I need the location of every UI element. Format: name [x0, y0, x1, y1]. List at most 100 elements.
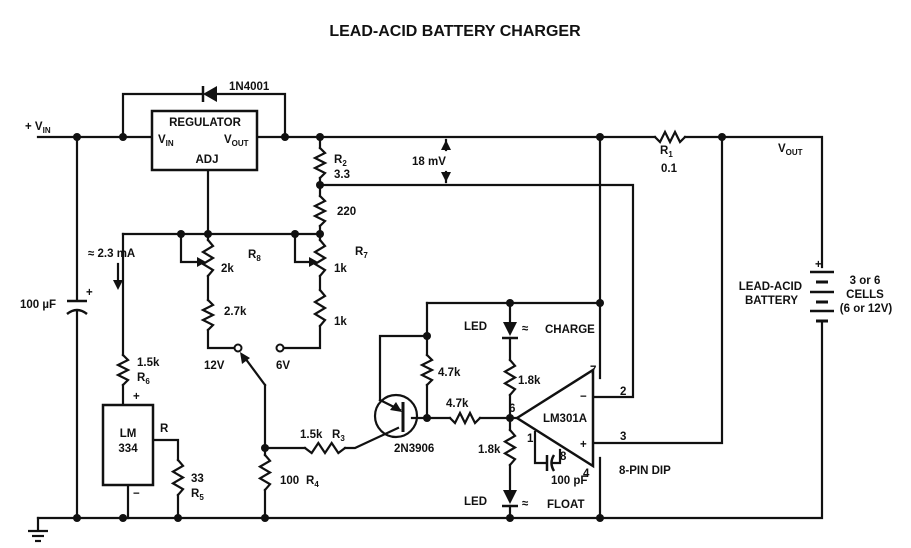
voltage-drop-label: 18 mV [412, 156, 446, 168]
r8-wiper-arrow-icon [197, 257, 206, 267]
svg-text:LEAD-ACID: LEAD-ACID [739, 281, 802, 293]
svg-text:7: 7 [590, 365, 596, 377]
led-charge: LED ≈ CHARGE [464, 321, 595, 340]
resistor-r6 [115, 353, 131, 387]
svg-text:+: + [133, 391, 140, 403]
junction-dot [506, 514, 514, 522]
svg-text:2k: 2k [221, 263, 234, 275]
svg-text:1: 1 [527, 433, 534, 445]
junction-dot [261, 444, 269, 452]
diode-label: 1N4001 [229, 81, 270, 93]
svg-text:CELLS: CELLS [846, 289, 884, 301]
svg-text:100 µF: 100 µF [20, 299, 56, 311]
svg-text:CHARGE: CHARGE [545, 324, 595, 336]
lm334-current-source: LM 334 + − [101, 391, 155, 500]
resistor-led-top-1-8k [502, 358, 518, 397]
junction-dot [316, 181, 324, 189]
regulator-label: REGULATOR [169, 117, 241, 129]
svg-text:100: 100 [280, 475, 299, 487]
svg-text:8: 8 [560, 451, 567, 463]
resistor-led-bottom-1-8k [502, 428, 518, 467]
junction-dot [119, 514, 127, 522]
switch-label-12v: 12V [204, 360, 225, 372]
junction-dot [204, 230, 212, 238]
svg-text:33: 33 [191, 473, 204, 485]
svg-text:−: − [580, 391, 587, 403]
svg-text:1k: 1k [334, 316, 347, 328]
junction-dot [73, 514, 81, 522]
junction-dot [177, 230, 185, 238]
svg-text:FLOAT: FLOAT [547, 499, 584, 511]
svg-text:−: − [133, 488, 140, 500]
switch-label-6v: 6V [276, 360, 290, 372]
junction-dot [73, 133, 81, 141]
vout-label: VOUT [778, 143, 803, 157]
lead-acid-battery: + LEAD-ACID BATTERY 3 or 6 CELLS (6 or 1… [739, 259, 892, 323]
svg-text:+: + [86, 287, 93, 299]
svg-text:1.5k: 1.5k [300, 429, 323, 441]
junction-dots [73, 133, 726, 522]
svg-text:3.3: 3.3 [334, 169, 350, 181]
resistor-2-7k [200, 298, 216, 332]
vin-label: + VIN [25, 121, 51, 135]
svg-text:LED: LED [464, 321, 487, 333]
resistor-r1 [653, 129, 687, 145]
svg-text:R1: R1 [660, 145, 673, 159]
resistor-r2 [312, 146, 328, 180]
svg-text:BATTERY: BATTERY [745, 295, 798, 307]
svg-text:R5: R5 [191, 488, 204, 502]
svg-text:LM: LM [120, 428, 137, 440]
svg-text:+: + [580, 439, 587, 451]
component-labels: R2 3.3 220 2k R8 1k R7 2.7k 1k R1 0.1 1.… [137, 145, 678, 502]
svg-text:R2: R2 [334, 154, 347, 168]
ground-icon [28, 529, 48, 543]
svg-text:R7: R7 [355, 246, 368, 260]
junction-dot [291, 230, 299, 238]
capacitor-100pf: 100 pF [545, 454, 587, 487]
svg-text:R3: R3 [332, 429, 345, 443]
switch-terminal-12v [233, 343, 243, 353]
regulator-adj-label: ADJ [195, 154, 218, 166]
svg-text:2.7k: 2.7k [224, 306, 247, 318]
svg-text:LM301A: LM301A [543, 413, 587, 425]
junction-dot [174, 514, 182, 522]
svg-text:1.8k: 1.8k [518, 375, 541, 387]
svg-text:220: 220 [337, 206, 356, 218]
resistor-r3 [303, 441, 347, 455]
potentiometer-r8 [200, 238, 216, 278]
svg-text:4.7k: 4.7k [438, 367, 461, 379]
svg-text:6: 6 [509, 403, 515, 415]
junction-dot [506, 414, 514, 422]
diagram-title: LEAD-ACID BATTERY CHARGER [329, 23, 581, 40]
resistor-220 [312, 194, 328, 228]
svg-text:1k: 1k [334, 263, 347, 275]
junction-dot [596, 299, 604, 307]
svg-text:R: R [160, 423, 169, 435]
svg-text:8-PIN DIP: 8-PIN DIP [619, 465, 671, 477]
svg-text:1.5k: 1.5k [137, 357, 160, 369]
junction-dot [316, 230, 324, 238]
junction-dot [423, 332, 431, 340]
resistor-series-4-7k [448, 410, 482, 426]
svg-text:100 pF: 100 pF [551, 475, 587, 487]
current-label: ≈ 2.3 mA [88, 248, 135, 260]
current-indicator: ≈ 2.3 mA [88, 248, 135, 290]
potentiometer-r7 [312, 238, 328, 278]
svg-text:2: 2 [620, 386, 626, 398]
diode-1n4001: 1N4001 [201, 81, 270, 102]
svg-text:≈: ≈ [522, 498, 529, 510]
junction-dot [423, 414, 431, 422]
resistor-r5 [170, 458, 186, 497]
svg-text:R6: R6 [137, 372, 150, 386]
svg-text:3: 3 [620, 431, 626, 443]
svg-text:4: 4 [583, 468, 590, 480]
regulator: REGULATOR VIN VOUT ADJ [150, 109, 259, 172]
svg-text:334: 334 [118, 443, 138, 455]
resistor-base-4-7k [419, 353, 435, 387]
junction-dot [281, 133, 289, 141]
svg-text:+: + [815, 259, 822, 271]
resistor-r4 [257, 453, 273, 492]
transistor-2n3906: 2N3906 [373, 393, 434, 455]
regulator-vout-label: VOUT [224, 134, 249, 148]
